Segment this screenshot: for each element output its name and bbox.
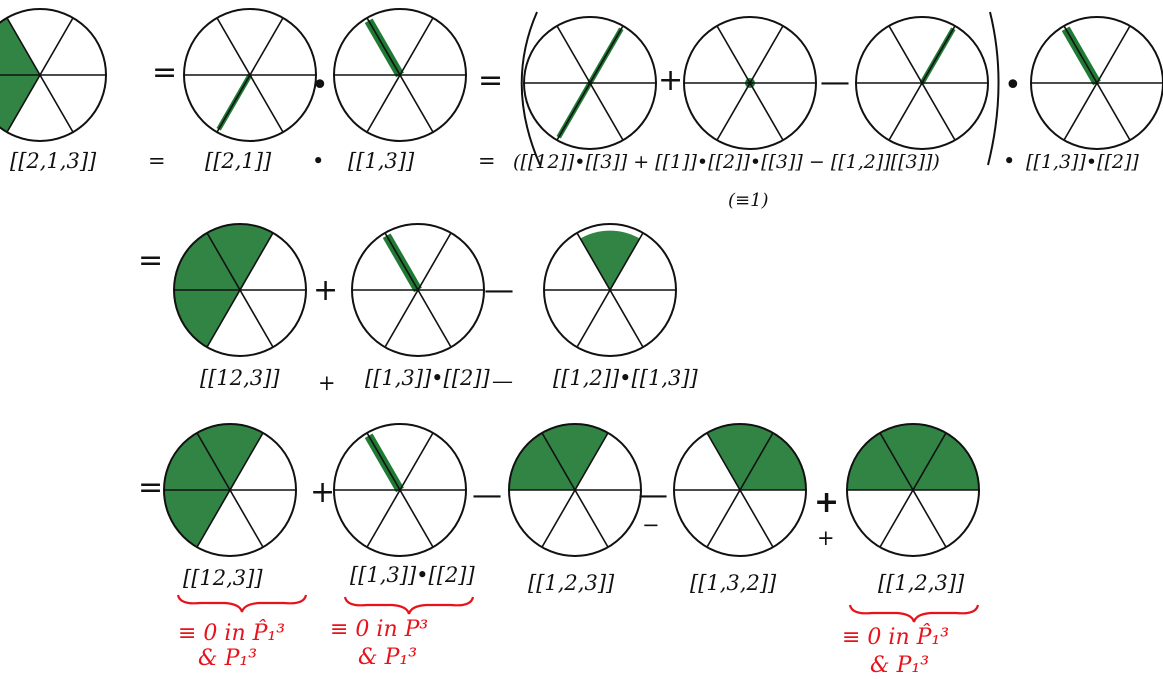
note-b-line1: ≡ 0 in P³ <box>330 617 428 642</box>
row3-label-c: [[1,2,3]] <box>528 571 615 595</box>
circle-r2-3-diameter <box>576 232 644 348</box>
circle-r1-6-diameter <box>888 25 956 141</box>
row3-plus-1: + <box>310 475 335 510</box>
row3-equals: = <box>138 470 163 505</box>
circle-r2-2-diameter <box>384 232 452 348</box>
row1-label-eq2: = <box>478 149 496 173</box>
circle-diagrams <box>0 8 1163 557</box>
note-a-line2: & P₁³ <box>198 646 257 671</box>
circle-r1-4 <box>523 16 657 150</box>
row3-minus-2-small: − <box>642 513 660 537</box>
row1-label-0: [[2,1,3]] <box>10 149 97 173</box>
circle-r2-3-fill <box>580 230 640 290</box>
circle-r1-5 <box>683 16 817 150</box>
circle-r3-1-fill <box>163 423 263 548</box>
circle-r1-1-diameter <box>6 17 74 133</box>
row1-label-last: [[1,3]]•[[2]] <box>1026 151 1139 173</box>
row1-label-2: [[1,3]] <box>348 149 415 173</box>
circle-r3-5-diameter <box>879 432 947 548</box>
circle-r3-5-fill <box>847 424 979 490</box>
row1-dot-2: • <box>1004 68 1022 103</box>
brace-a <box>176 594 308 613</box>
circle-r1-2 <box>183 8 317 142</box>
circle-r2-2 <box>351 223 485 357</box>
row1-label-1: [[2,1]] <box>205 149 272 173</box>
row2-label-b: [[1,3]]•[[2]] <box>365 366 490 390</box>
row3-minus-2: — <box>638 478 668 513</box>
circle-r1-7-diameter <box>1063 25 1131 141</box>
circle-r1-7 <box>1030 16 1163 150</box>
circle-r3-1-diameter <box>196 432 264 548</box>
row2-equals: = <box>138 243 163 278</box>
row1-minus: — <box>820 65 850 100</box>
row2-label-minus: — <box>492 369 513 393</box>
row1-equals-2: = <box>478 63 503 98</box>
circle-r3-5 <box>846 423 980 557</box>
circle-r1-3-diameter <box>366 17 434 133</box>
row3-plus-2: + <box>814 485 839 520</box>
row2-plus: + <box>313 273 338 308</box>
circle-r3-1 <box>163 423 297 557</box>
row2-minus: — <box>484 273 514 308</box>
row1-subnote: (≡1) <box>728 190 769 211</box>
circle-r3-4 <box>673 423 807 557</box>
circle-r1-5-diameter <box>716 25 784 141</box>
circle-r2-1-diameter <box>206 232 274 348</box>
row1-label-eq: = <box>148 149 166 173</box>
row1-label-dot: • <box>312 149 324 173</box>
circle-r2-1-fill <box>174 224 273 348</box>
row1-label-dot2: • <box>1003 149 1015 173</box>
circle-r1-1 <box>0 8 107 142</box>
row2-label-a: [[12,3]] <box>200 366 280 390</box>
row1-open-paren <box>520 11 541 166</box>
note-e-line2: & P₁³ <box>870 653 929 678</box>
row2-label-c: [[1,2]]•[[1,3]] <box>553 366 699 390</box>
row1-close-paren <box>987 11 1000 166</box>
row1-plus: + <box>658 63 683 98</box>
circle-r1-6 <box>855 16 989 150</box>
row3-label-a: [[12,3]] <box>183 566 263 590</box>
note-b-line2: & P₁³ <box>358 645 417 670</box>
circle-r1-2-diameter <box>216 17 284 133</box>
row1-equals-1: = <box>152 55 177 90</box>
circle-r3-2 <box>333 423 467 557</box>
circle-r3-3-fill <box>509 423 608 490</box>
circle-r2-1 <box>173 223 307 357</box>
circle-r3-4-fill <box>707 424 806 490</box>
row1-expression: ([[12]]•[[3]] + [[1]]•[[2]]•[[3]] − [[1,… <box>513 151 940 173</box>
row3-label-b: [[1,3]]•[[2]] <box>350 563 475 587</box>
circle-r3-2-diameter <box>366 432 434 548</box>
row3-label-e: [[1,2,3]] <box>878 571 965 595</box>
row3-minus-1: — <box>472 478 502 513</box>
circle-r2-3 <box>543 223 677 357</box>
circle-r3-3 <box>508 423 642 557</box>
row1-dot-1: • <box>311 68 329 103</box>
circle-r3-4-diameter <box>706 432 774 548</box>
brace-e <box>848 604 980 623</box>
row3-plus-2-small: + <box>817 526 835 550</box>
note-a-line1: ≡ 0 in P̂₁³ <box>178 620 285 646</box>
circle-r1-4-diameter <box>556 25 624 141</box>
circle-r3-3-diameter <box>541 432 609 548</box>
row3-label-d: [[1,3,2]] <box>690 571 777 595</box>
row2-label-plus: + <box>318 371 336 395</box>
note-e-line1: ≡ 0 in P̂₁³ <box>842 624 949 650</box>
circle-r1-3 <box>333 8 467 142</box>
brace-b <box>343 596 475 615</box>
